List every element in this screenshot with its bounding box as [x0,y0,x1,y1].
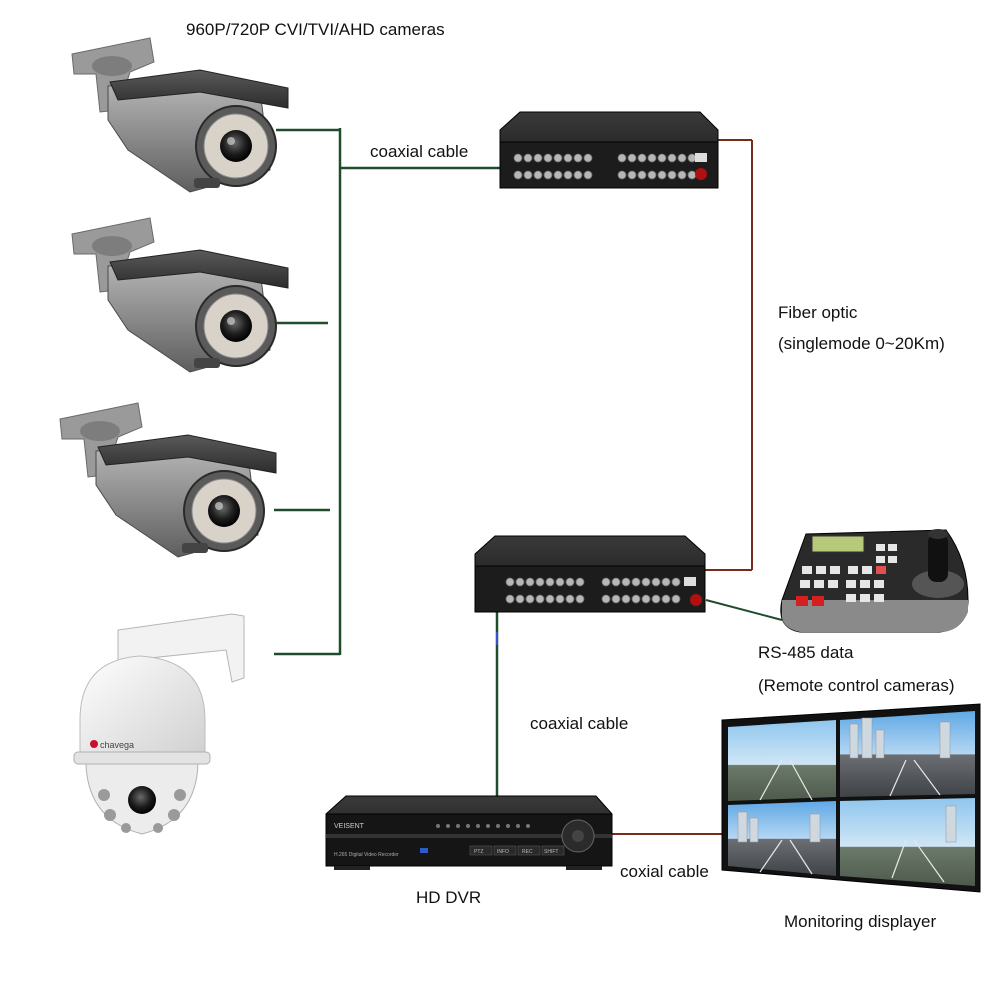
rs485-line [705,599,783,621]
bullet-camera-3 [59,402,277,558]
coax-cable-label-bottom: coaxial cable [530,714,629,733]
rs485-description-label: (Remote control cameras) [758,676,955,695]
dvr-button-info: INFO [497,849,509,855]
ptz-brand-logo-icon [90,740,98,748]
fiber-receiver [474,535,706,613]
fiber-optic-spec-label: (singlemode 0~20Km) [778,334,945,353]
bullet-camera-1 [71,37,289,193]
coax-cable-label-top: coaxial cable [370,142,469,161]
cameras-title: 960P/720P CVI/TVI/AHD cameras [186,20,445,39]
bullet-camera-2 [71,217,289,373]
rs485-label: RS-485 data [758,643,854,662]
ptz-brand-text: chavega [100,740,134,750]
coax-wiring-cameras [274,128,507,656]
fiber-optic-line [705,139,753,571]
hd-dvr: VEISENT H.265 Digital Video Recorder PTZ… [325,795,613,870]
dvr-button-ptz: PTZ [474,849,483,855]
ptz-keyboard-controller [780,529,969,633]
dvr-button-rec: REC [522,849,533,855]
dvr-brand-text: VEISENT [334,823,365,830]
monitoring-display [721,703,981,893]
fiber-optic-label: Fiber optic [778,303,858,322]
ptz-dome-camera: chavega [73,613,245,835]
fiber-transmitter [499,111,719,189]
coax-cable-label-monitor: coxial cable [620,862,709,881]
dvr-model-text: H.265 Digital Video Recorder [334,852,399,858]
dvr-button-shift: SHIFT [544,849,558,855]
monitoring-displayer-label: Monitoring displayer [784,912,937,931]
hd-dvr-label: HD DVR [416,888,482,907]
